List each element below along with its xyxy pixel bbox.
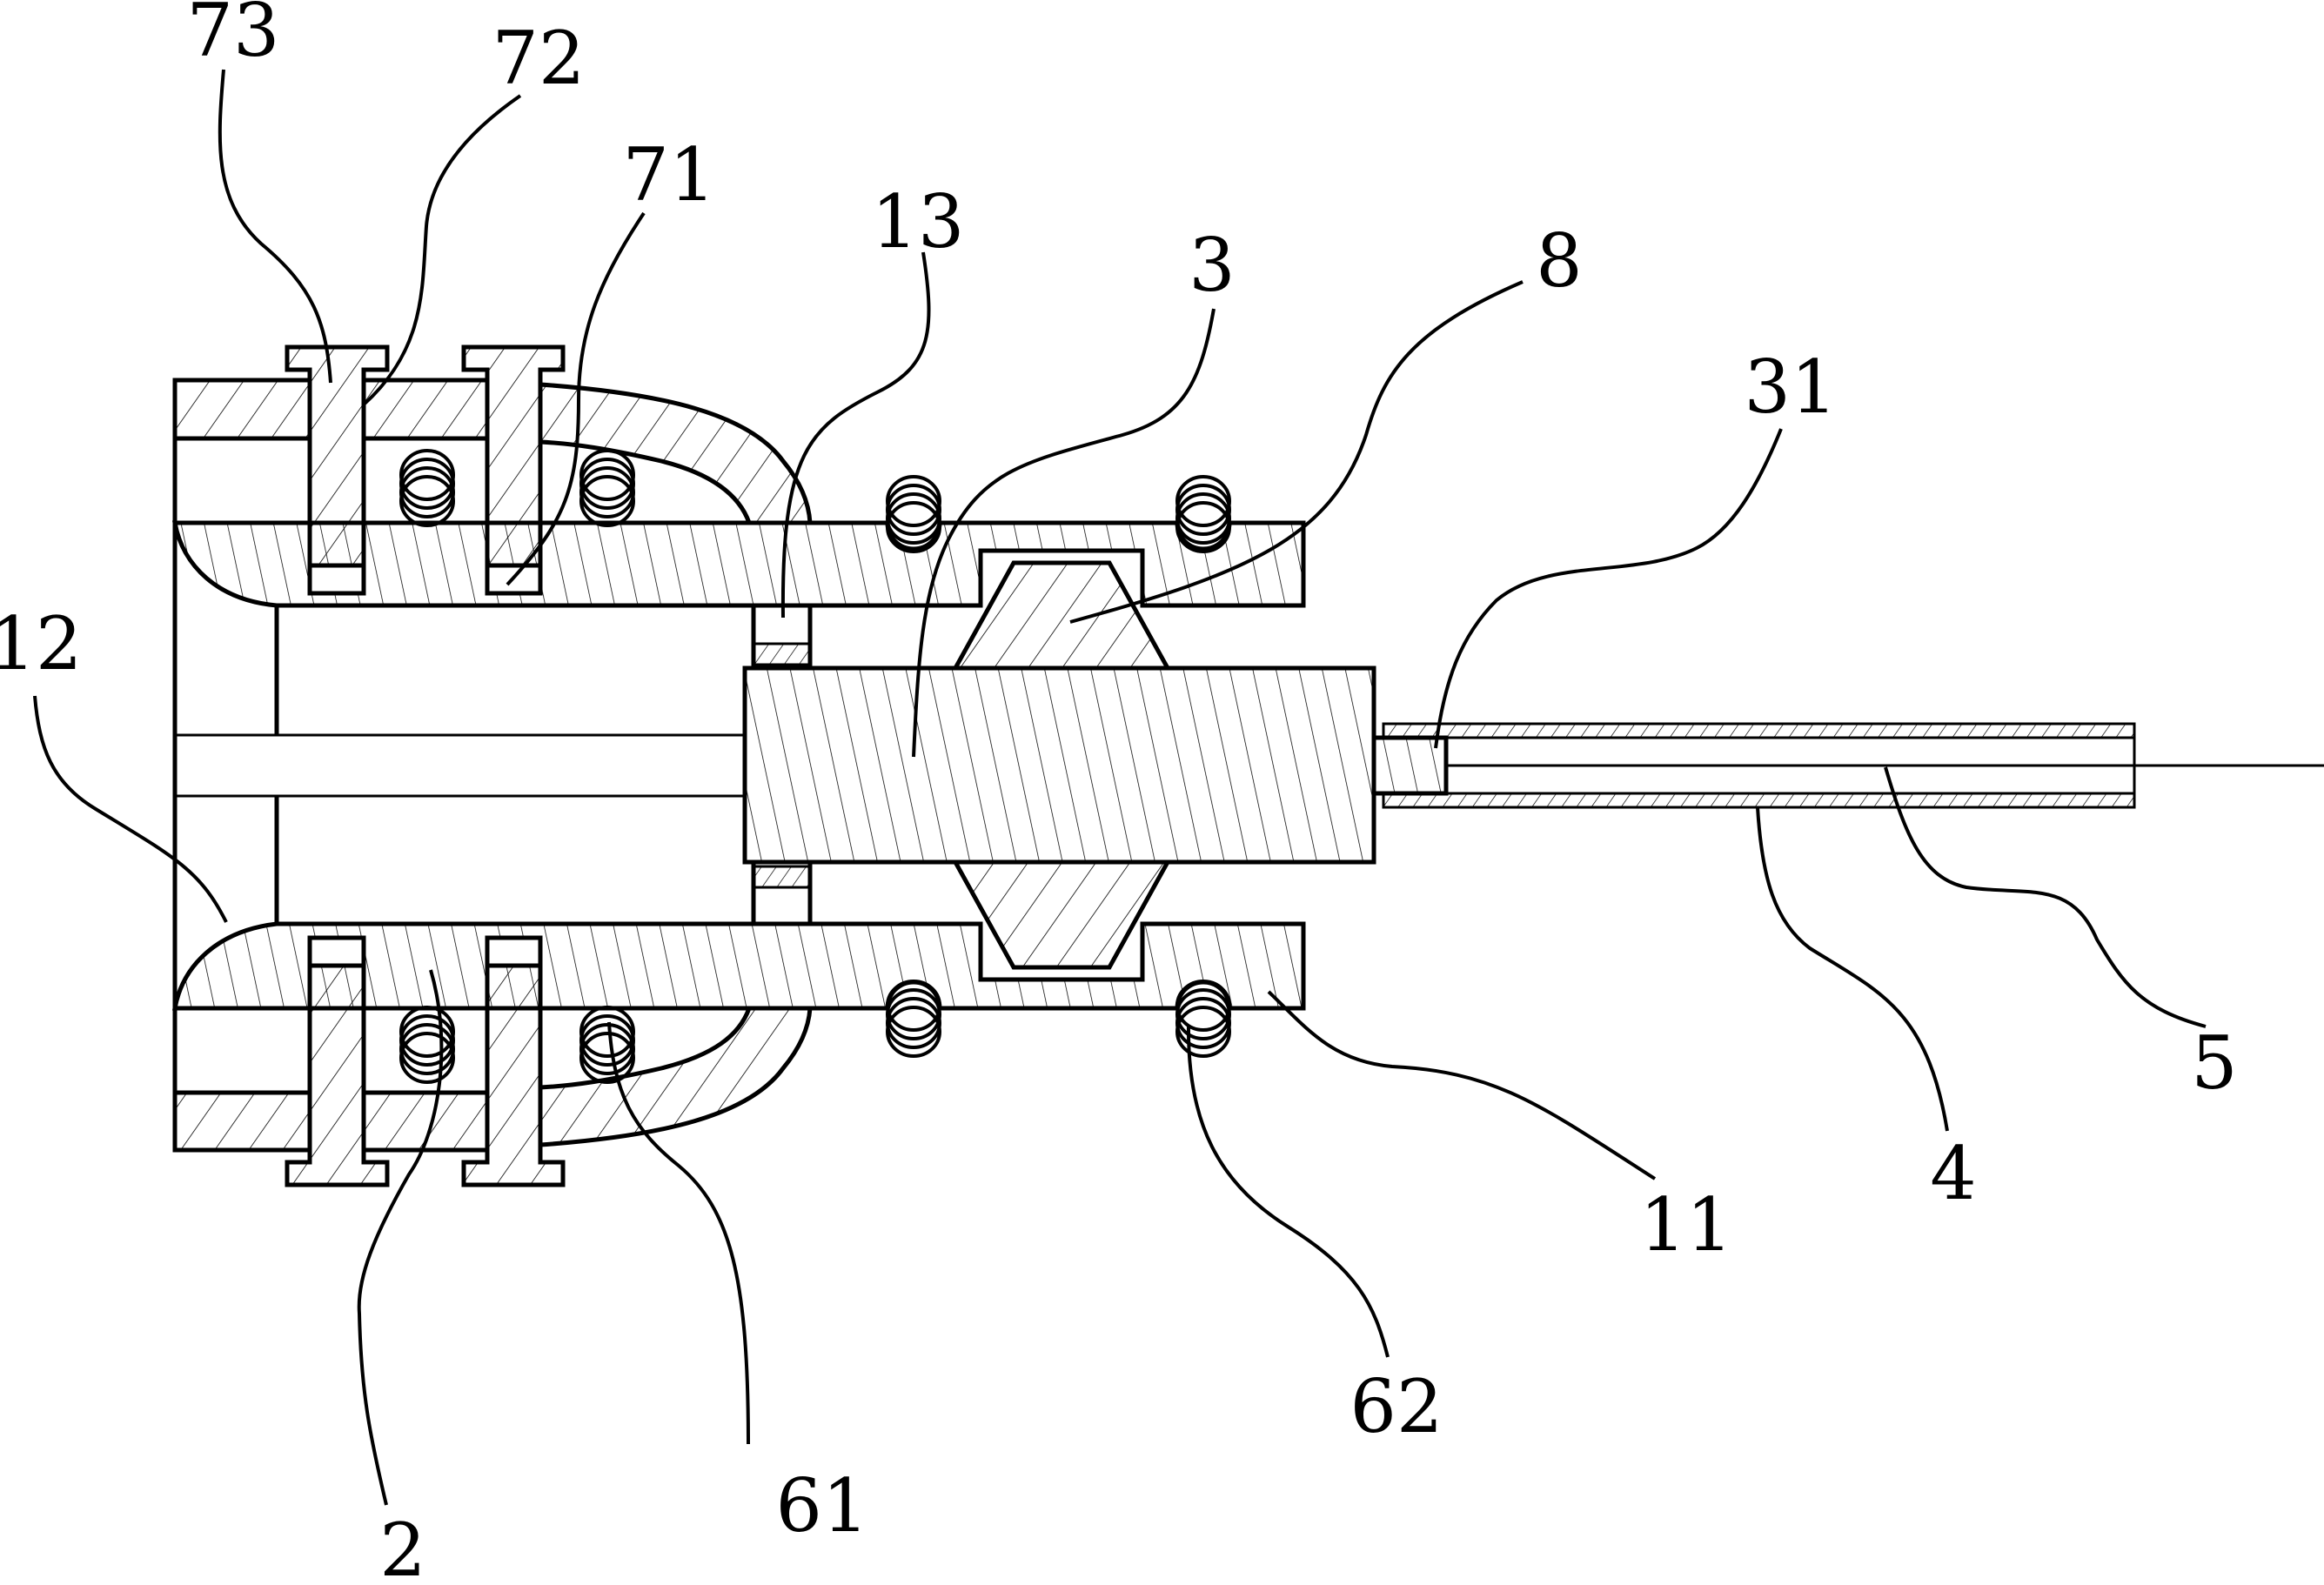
label-11: 11: [1640, 1182, 1733, 1267]
upper-outer-housing-left: [172, 378, 312, 441]
spring-coil: [399, 1032, 455, 1084]
leader-12: [33, 695, 228, 923]
label-5: 5: [2191, 1020, 2237, 1106]
spring-upper-2: [579, 449, 635, 527]
lower-outer-housing-left: [172, 1090, 312, 1153]
spring-sleeve-lower-2: [1175, 980, 1231, 1058]
spring-lower-1: [399, 1006, 455, 1084]
leader-31: [1434, 428, 1783, 749]
spring-upper-1: [399, 449, 455, 527]
upper-sleeve: [171, 520, 1306, 608]
spring-coil: [399, 475, 455, 527]
label-12: 12: [0, 601, 82, 686]
leader-62: [1186, 1026, 1390, 1358]
spring-coil: [579, 475, 635, 527]
leader-8: [1069, 280, 1524, 624]
pin-72-lower: [461, 935, 566, 1187]
spring-coil: [886, 1006, 941, 1058]
label-13: 13: [872, 179, 965, 264]
spring-sleeve-lower-1: [886, 980, 941, 1058]
spring-coil: [579, 1032, 635, 1084]
spacer-13: [751, 603, 813, 926]
center-rod: [175, 733, 745, 798]
spring-coil: [886, 501, 941, 553]
tube-4: [1382, 722, 2136, 809]
label-31: 31: [1745, 344, 1838, 430]
spring-lower-2: [579, 1006, 635, 1084]
leader-4: [1756, 806, 1949, 1132]
leader-5: [1884, 766, 2207, 1028]
label-71: 71: [623, 132, 716, 217]
label-73: 73: [187, 0, 280, 73]
label-61: 61: [776, 1463, 869, 1548]
spring-coil: [1175, 1006, 1231, 1058]
leader-2: [357, 969, 444, 1506]
label-3: 3: [1189, 223, 1235, 308]
spring-sleeve-upper-1: [886, 475, 941, 553]
label-2: 2: [379, 1508, 425, 1585]
upper-outer-housing-mid: [361, 378, 490, 441]
leader-72: [362, 94, 522, 406]
leader-61: [607, 1021, 750, 1445]
spring-coil: [1175, 501, 1231, 553]
leader-11: [1267, 990, 1657, 1180]
nut-8: [951, 560, 1172, 970]
shaft-3: [742, 665, 1376, 865]
label-62: 62: [1350, 1364, 1443, 1449]
leader-3: [912, 308, 1216, 758]
leader-lines: [33, 69, 2207, 1506]
label-4: 4: [1930, 1131, 1976, 1216]
leader-73: [218, 69, 332, 384]
label-8: 8: [1536, 218, 1582, 304]
reference-labels: 73 72 71 13 3 8 31 12 5 4 11 62 61 2: [0, 0, 2238, 1585]
leader-71: [506, 211, 646, 586]
label-72: 72: [492, 16, 586, 101]
pin-73-upper: [285, 344, 390, 596]
spring-sleeve-upper-2: [1175, 475, 1231, 553]
springs: [399, 449, 1231, 1084]
leader-13: [780, 251, 931, 619]
pin-73-lower: [285, 935, 390, 1187]
